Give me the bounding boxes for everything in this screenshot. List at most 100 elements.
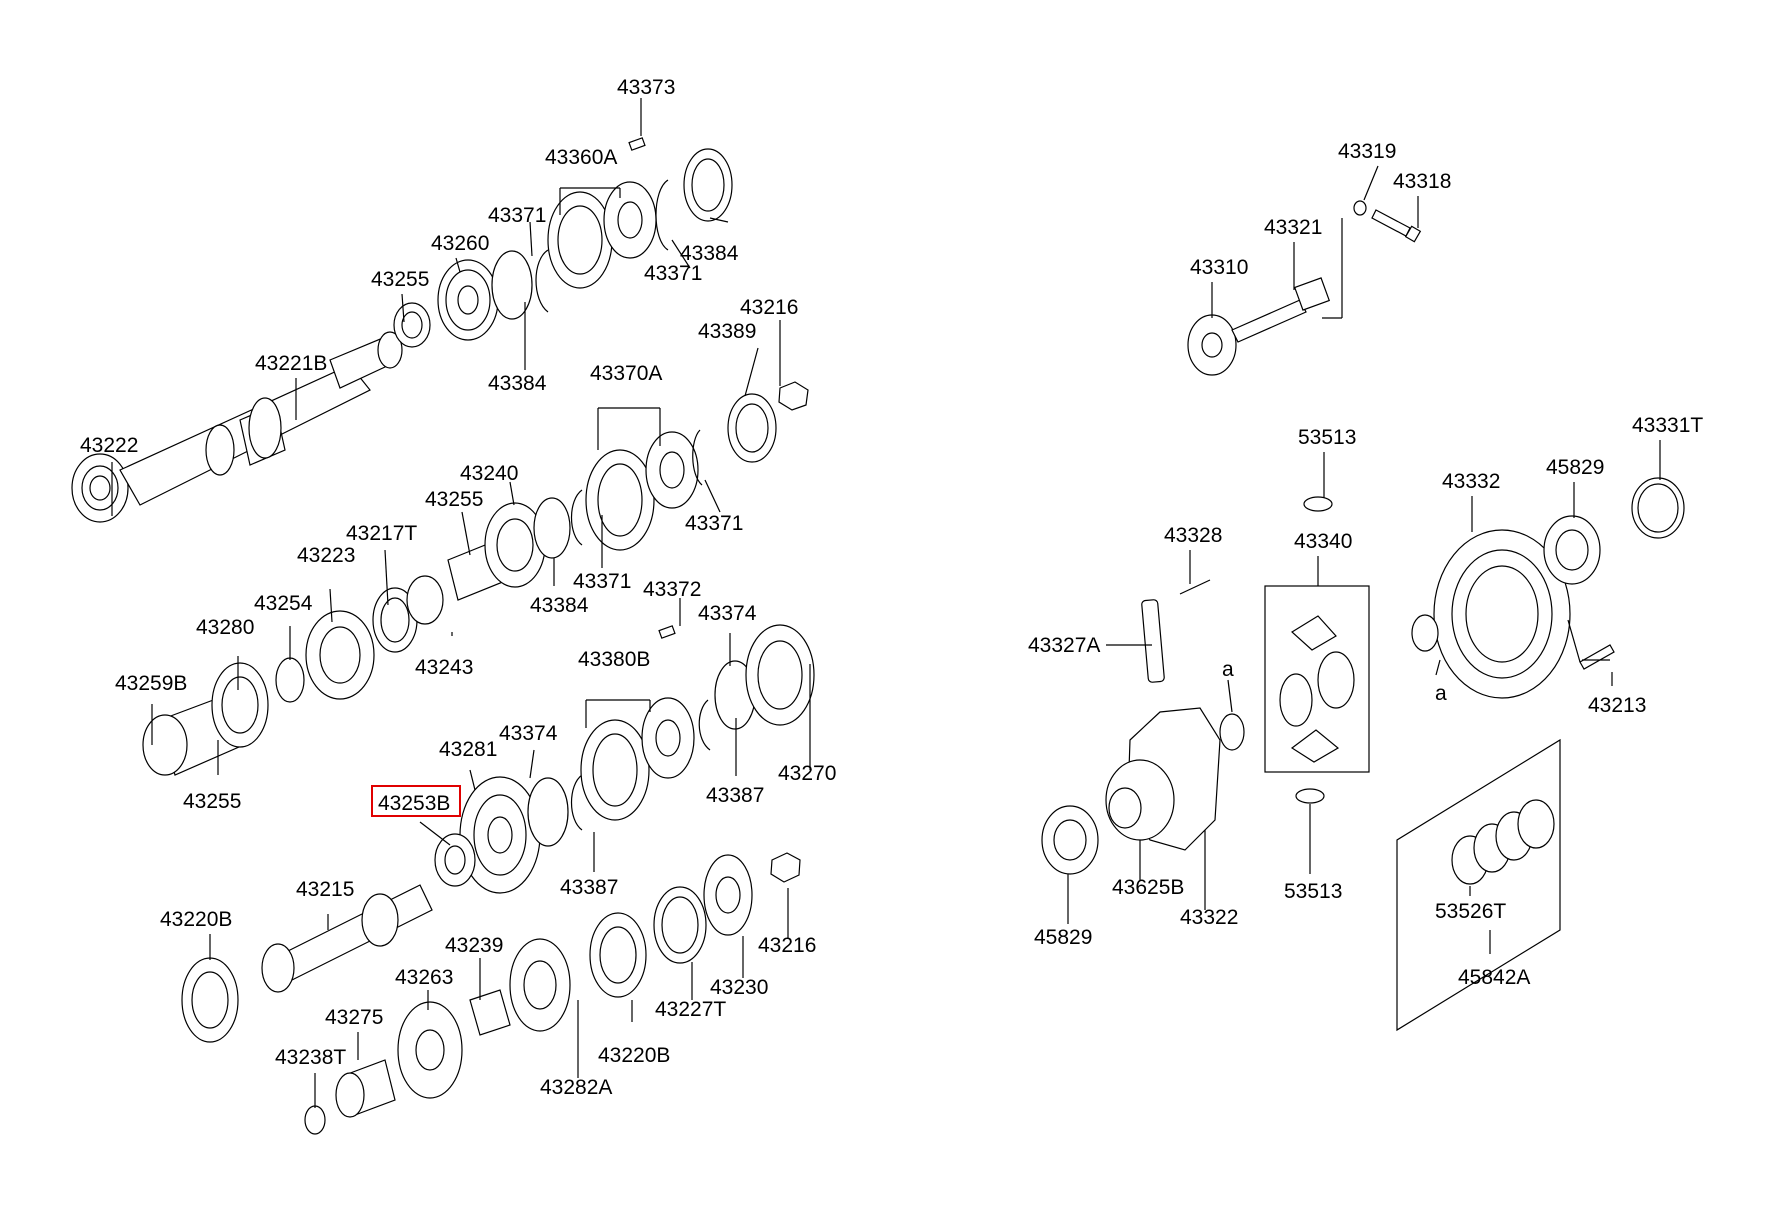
label-43374-b: 43374 [499, 722, 558, 745]
label-43331T: 43331T [1632, 414, 1703, 437]
gear-43281 [459, 776, 541, 894]
label-43255-c: 43255 [183, 790, 241, 813]
label-43321: 43321 [1264, 216, 1322, 239]
nut-43216-top [778, 381, 809, 411]
shims-53526T [1451, 799, 1555, 885]
bolt-43213 [1579, 644, 1615, 670]
bearing-43222 [71, 453, 129, 523]
bearing-45829-right [1543, 515, 1601, 585]
ref-label-a2: a [1435, 682, 1447, 705]
label-43384-c: 43384 [530, 594, 589, 617]
label-43310: 43310 [1190, 256, 1248, 279]
label-43387-b: 43387 [560, 876, 618, 899]
label-43319: 43319 [1338, 140, 1396, 163]
label-43215: 43215 [296, 878, 354, 901]
synchro-sleeve-43360A [547, 181, 657, 289]
label-43371-d: 43371 [573, 570, 631, 593]
shim-kit-box-45842A [1396, 738, 1561, 1032]
label-43318: 43318 [1393, 170, 1451, 193]
snap-ring-43371-d [692, 429, 703, 486]
label-43255-a: 43255 [371, 268, 429, 291]
bushing-43253B [434, 833, 476, 887]
label-43371-a: 43371 [488, 204, 546, 227]
label-45829-a: 45829 [1546, 456, 1604, 479]
label-43280: 43280 [196, 616, 254, 639]
gear-43270 [745, 624, 815, 726]
label-43216-a: 43216 [740, 296, 798, 319]
key-43373 [628, 137, 646, 151]
label-43255-b: 43255 [425, 488, 483, 511]
input-shaft-assembly [71, 137, 733, 523]
pinion-gear-right [1317, 651, 1355, 709]
synchro-ring-43384-top [683, 148, 733, 222]
synchro-ring-43384-a [491, 250, 533, 320]
label-43332: 43332 [1442, 470, 1500, 493]
label-53513-a: 53513 [1298, 426, 1356, 449]
label-43275: 43275 [325, 1006, 383, 1029]
label-43243: 43243 [415, 656, 473, 679]
bearing-43223 [305, 610, 375, 700]
ref-label-a1: a [1222, 658, 1234, 681]
thrust-washer-a [1219, 713, 1245, 751]
label-43373: 43373 [617, 76, 675, 99]
driven-gear-43310 [1187, 314, 1237, 376]
snap-ring-43387-a [698, 699, 711, 751]
output-shaft-assembly [142, 381, 809, 776]
side-gear-bottom [1290, 729, 1340, 763]
bearing-43220B-right [589, 912, 647, 998]
needle-bearing-43255-top [393, 302, 431, 348]
gear-43240 [484, 502, 546, 588]
synchro-ring-43374-b [527, 777, 569, 847]
ring-gear-43332 [1433, 529, 1571, 699]
label-43372: 43372 [643, 578, 701, 601]
pin-43328 [1179, 579, 1211, 595]
label-43263: 43263 [395, 966, 453, 989]
seal-43389 [727, 393, 777, 463]
gear-set-box-43340 [1264, 585, 1370, 773]
gear-43282A [509, 938, 571, 1032]
pinion-gear-left [1279, 673, 1313, 727]
label-45842A: 45842A [1458, 966, 1530, 989]
label-43384-b: 43384 [488, 372, 547, 395]
synchro-ring-43384-mid [533, 497, 571, 559]
bearing-43220B-left [181, 957, 239, 1043]
snap-ring-43371-b [655, 179, 669, 251]
label-43371-c: 43371 [685, 512, 743, 535]
key-43372 [658, 625, 676, 639]
synchro-sleeve-43380B [580, 697, 695, 821]
speedometer-assembly [1187, 200, 1422, 376]
label-43220B-a: 43220B [160, 908, 232, 931]
snap-ring-43387-b [571, 774, 583, 831]
leader-lines [111, 98, 1661, 1108]
needle-bearing-43275 [335, 1059, 396, 1118]
synchro-sleeve-43370A [585, 431, 699, 551]
label-43227T: 43227T [655, 998, 726, 1021]
bolt-43318 [1371, 209, 1411, 237]
label-43217T: 43217T [346, 522, 417, 545]
label-53513-b: 53513 [1284, 880, 1342, 903]
label-43281: 43281 [439, 738, 497, 761]
label-43259B: 43259B [115, 672, 187, 695]
side-gear-top [1291, 615, 1337, 651]
label-43387-a: 43387 [706, 784, 764, 807]
snap-ring-43371-c [571, 489, 583, 546]
bushing-43239 [469, 989, 511, 1036]
label-43384-a: 43384 [680, 242, 739, 265]
bearing-45829-left [1041, 805, 1099, 875]
label-43239: 43239 [445, 934, 503, 957]
label-43328: 43328 [1164, 524, 1222, 547]
nut-43216-bottom [770, 852, 801, 883]
label-43282A: 43282A [540, 1076, 612, 1099]
snap-ring-43371-a [535, 249, 549, 313]
washer-53513-top [1303, 496, 1333, 512]
label-43389: 43389 [698, 320, 756, 343]
label-43374-a: 43374 [698, 602, 757, 625]
label-43221B: 43221B [255, 352, 327, 375]
pinion-shaft-43327A [1141, 599, 1165, 683]
ring-gear-washer-a [1411, 614, 1439, 652]
label-45829-b: 45829 [1034, 926, 1092, 949]
label-43253B[interactable]: 43253B [378, 792, 450, 815]
label-43371-b: 43371 [644, 262, 702, 285]
label-43370A: 43370A [590, 362, 662, 385]
